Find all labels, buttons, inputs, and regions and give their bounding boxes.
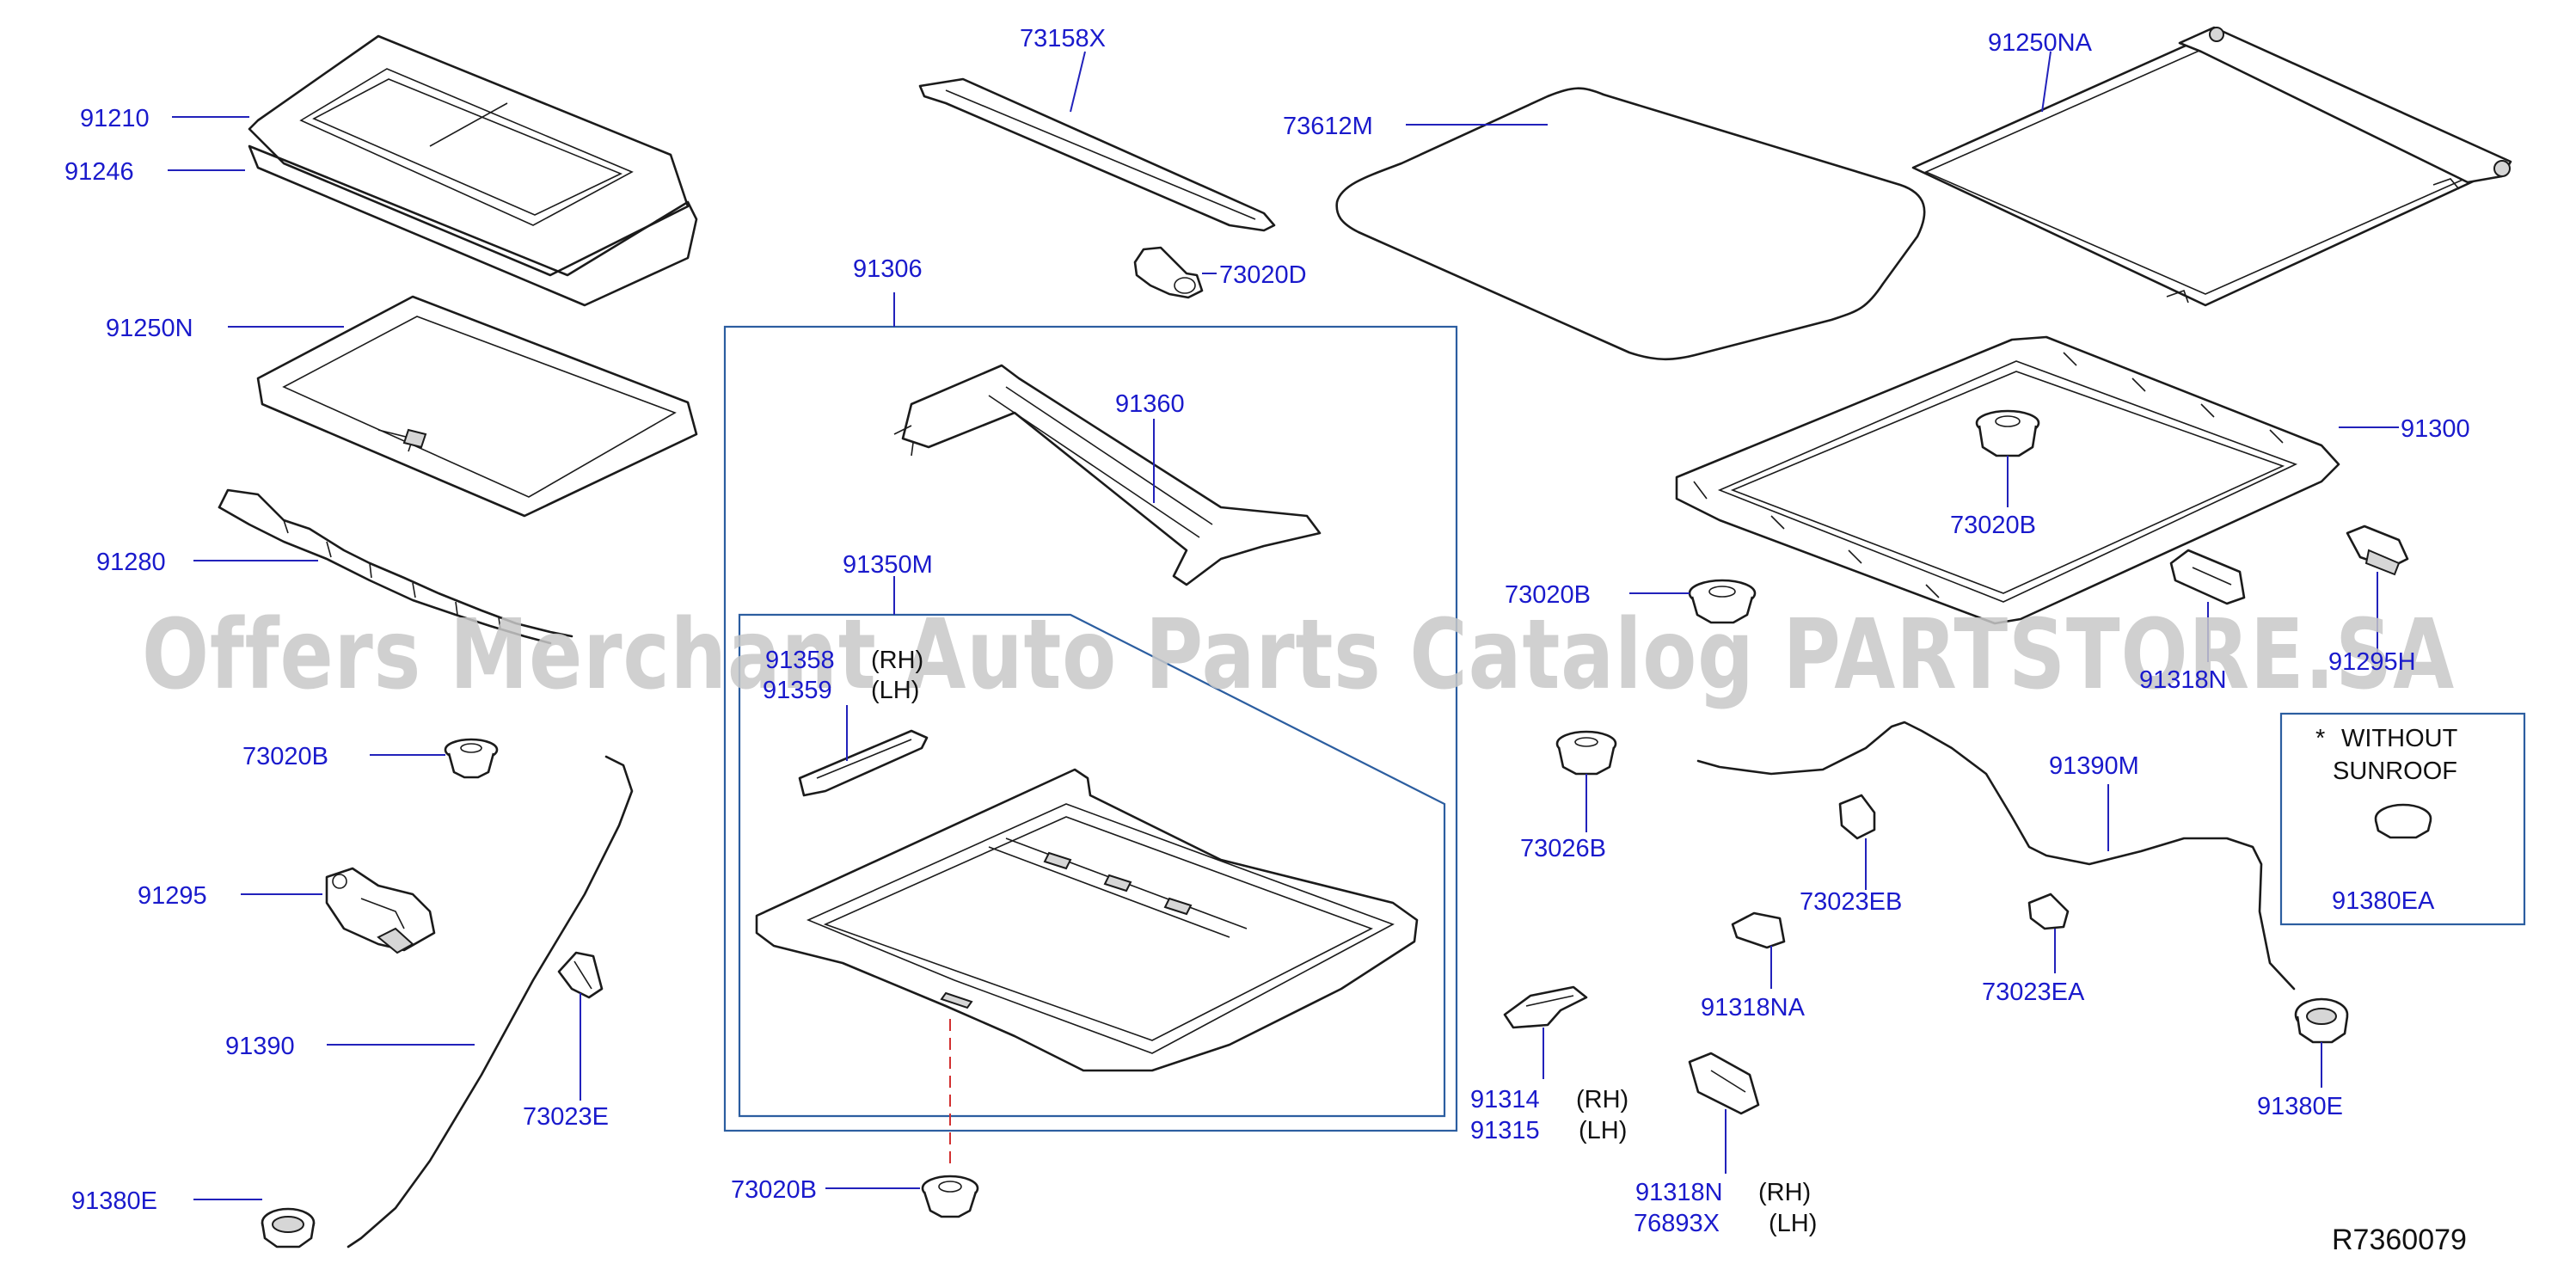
part-91380E-plug-right xyxy=(2294,997,2349,1044)
part-91390-drain-hose xyxy=(347,755,634,1248)
label-91358: 91358 xyxy=(765,647,835,674)
without-sunroof-box xyxy=(2279,712,2526,926)
reference-code: R7360079 xyxy=(2332,1224,2467,1256)
callout-labels: 91210 91246 91250N 91280 73020B 91295 91… xyxy=(64,25,2470,1237)
label-73020D: 73020D xyxy=(1219,261,1307,289)
part-73020B-grommet-frame xyxy=(1975,409,2040,457)
label-73023E: 73023E xyxy=(523,1103,609,1131)
label-91380E-left: 91380E xyxy=(71,1187,157,1215)
part-91318NA-bracket xyxy=(1731,911,1786,949)
label-91314: 91314 xyxy=(1470,1086,1540,1113)
label-91359: 91359 xyxy=(763,677,832,704)
label-73023EA: 73023EA xyxy=(1982,978,2085,1006)
label-76893X: 76893X xyxy=(1634,1210,1720,1237)
label-73026B: 73026B xyxy=(1520,835,1606,862)
part-73020D-clip xyxy=(1133,246,1204,299)
part-73023E-clip xyxy=(557,951,604,999)
note-asterisk: * xyxy=(2315,725,2325,752)
label-73020B-left: 73020B xyxy=(242,743,328,770)
label-73020B-frame: 73020B xyxy=(1950,512,2036,539)
part-73026B-grommet xyxy=(1555,730,1617,776)
label-91358-side: (RH) xyxy=(871,647,923,674)
part-73020B-grommet-bottom xyxy=(921,1175,979,1218)
part-91280-wind-deflector xyxy=(218,488,573,645)
label-91359-side: (LH) xyxy=(871,677,919,704)
label-91210: 91210 xyxy=(80,105,150,132)
label-91390M: 91390M xyxy=(2049,752,2139,780)
label-91295: 91295 xyxy=(138,882,207,910)
part-91360-rear-rail xyxy=(893,364,1322,586)
label-91350M: 91350M xyxy=(843,551,933,579)
label-91360: 91360 xyxy=(1115,390,1185,418)
note-sunroof: SUNROOF xyxy=(2333,758,2457,785)
part-91246-weatherstrip xyxy=(248,144,698,307)
part-91390M-drain-hose xyxy=(1696,721,2296,991)
part-73023EA-clip xyxy=(2027,893,2070,930)
label-73023EB: 73023EB xyxy=(1800,888,1902,916)
leader-lines xyxy=(168,51,2399,1200)
part-91295-sunroof-motor xyxy=(325,867,436,954)
label-91306: 91306 xyxy=(853,255,923,283)
part-91250N-sunshade xyxy=(256,295,698,518)
label-73158X: 73158X xyxy=(1020,25,1106,52)
label-91315-side: (LH) xyxy=(1579,1117,1627,1144)
label-91250NA: 91250NA xyxy=(1988,29,2093,57)
part-91314-91315-bracket xyxy=(1503,985,1588,1029)
label-91380E-right: 91380E xyxy=(2257,1093,2343,1120)
label-91318NA: 91318NA xyxy=(1701,994,1806,1021)
label-73612M: 73612M xyxy=(1283,113,1373,140)
part-91380E-plug-left xyxy=(261,1207,316,1248)
label-91280: 91280 xyxy=(96,549,166,576)
part-73020B-grommet-mid xyxy=(1688,579,1757,624)
part-91250NA-rear-shade xyxy=(1911,26,2512,307)
part-91358-91359-bracket xyxy=(798,729,929,797)
label-91318N-upper: 91318N xyxy=(2139,666,2227,694)
note-without: WITHOUT xyxy=(2341,725,2458,752)
label-91300: 91300 xyxy=(2401,415,2470,443)
part-91380EA-plug xyxy=(2374,803,2432,839)
part-91210-glass-lid xyxy=(248,34,690,277)
label-91315: 91315 xyxy=(1470,1117,1540,1144)
part-91295H-harness-connector xyxy=(2346,525,2409,576)
label-91250N: 91250N xyxy=(106,315,193,342)
watermark: Offers Merchant Auto Parts Catalog PARTS… xyxy=(142,599,2455,711)
part-73020B-grommet-left xyxy=(444,738,499,779)
label-76893X-side: (LH) xyxy=(1769,1210,1817,1237)
label-91246: 91246 xyxy=(64,158,134,186)
label-73020B-mid: 73020B xyxy=(1505,581,1591,609)
part-73023EB-clip xyxy=(1838,794,1876,840)
part-91318N-bracket-upper xyxy=(2169,549,2246,605)
part-73612M-headliner-pad xyxy=(1335,87,1926,361)
label-91318N-lower: 91318N xyxy=(1635,1179,1723,1206)
label-91314-side: (RH) xyxy=(1576,1086,1628,1113)
assembly-91350M-box xyxy=(738,613,1446,1118)
part-91318N-76893X-bracket xyxy=(1688,1052,1760,1115)
label-73020B-bottom: 73020B xyxy=(731,1176,817,1204)
label-91295H: 91295H xyxy=(2328,648,2416,676)
label-91318N-lower-side: (RH) xyxy=(1758,1179,1811,1206)
label-91390: 91390 xyxy=(225,1033,295,1060)
label-91380EA: 91380EA xyxy=(2332,887,2435,915)
part-73158X-front-rail xyxy=(918,77,1276,232)
assembly-91306-box xyxy=(723,325,1458,1132)
part-91350M-frame-mechanism xyxy=(755,768,1419,1072)
